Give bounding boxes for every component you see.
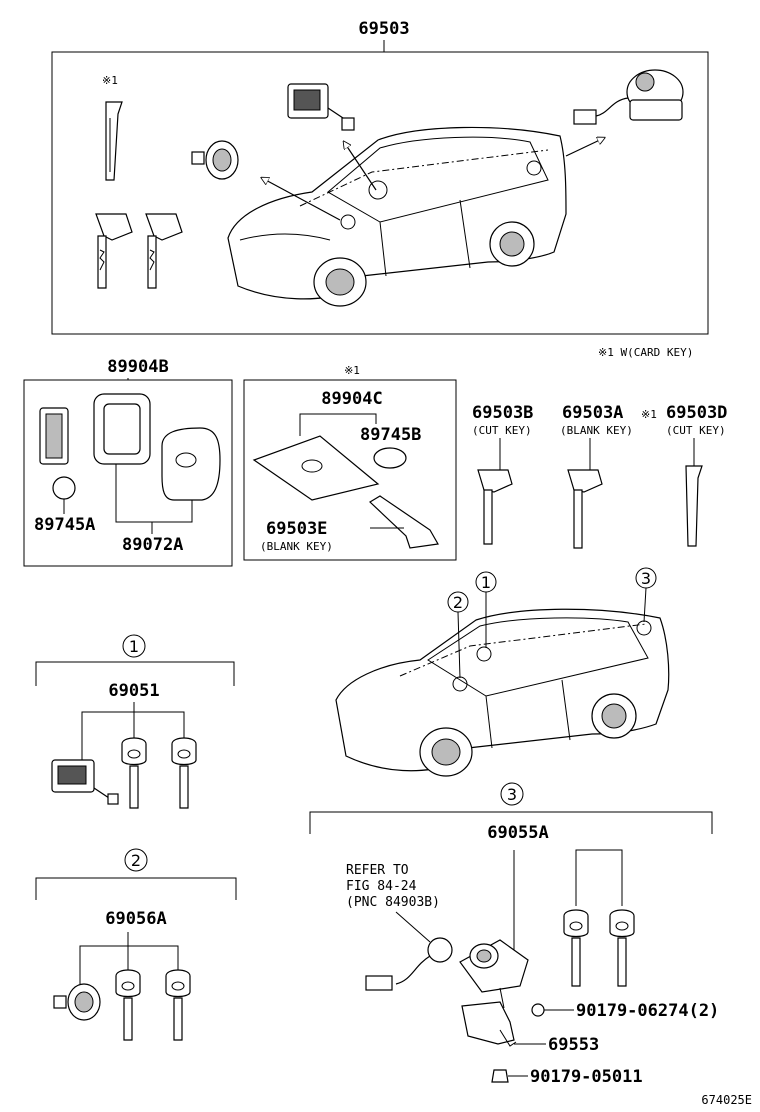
- loose-key-note: (CUT KEY): [666, 424, 726, 437]
- fob-battery-part: 89745A: [34, 515, 95, 535]
- arrow-icon: [262, 178, 341, 221]
- group-circle: [122, 634, 146, 658]
- group-part: 69051: [108, 681, 159, 701]
- marker-number: 3: [641, 569, 651, 588]
- key-icon: [609, 909, 635, 987]
- group-number: 2: [131, 851, 141, 870]
- loose-key-note: (CUT KEY): [472, 424, 532, 437]
- nut-icon: [531, 1003, 545, 1017]
- fob-shell-part: 89072A: [122, 535, 183, 555]
- key-icon: [121, 737, 147, 809]
- fob-frame-icon: [93, 393, 151, 465]
- bolt-part: 90179-05011: [530, 1067, 643, 1087]
- marker-number: 2: [453, 593, 463, 612]
- arrow-icon: [565, 138, 604, 157]
- card-key-note: ※1 W(CARD KEY): [598, 346, 693, 359]
- fob-case-icon: [39, 407, 69, 465]
- refer-text: FIG 84-24: [346, 879, 417, 894]
- battery-icon: [373, 447, 407, 469]
- marker-number: 1: [481, 573, 491, 592]
- fob-part-number: 89904B: [107, 357, 168, 377]
- loose-key-callout: ※1: [641, 408, 657, 421]
- battery-icon: [52, 476, 76, 500]
- key-icon: [165, 969, 191, 1041]
- blank-key-note: (BLANK KEY): [260, 540, 333, 553]
- group-part: 69056A: [105, 909, 166, 929]
- fob-shell-icon: [161, 427, 221, 501]
- loose-key-part: 69503B: [472, 403, 533, 423]
- car-illustration: [335, 608, 670, 777]
- key-icon: [563, 909, 589, 987]
- card-key-blade-icon: [685, 465, 703, 547]
- loose-key-part: 69503D: [666, 403, 727, 423]
- callout-mark: ※1: [102, 74, 118, 87]
- blank-key-icon: [369, 495, 439, 549]
- arrow-icon: [344, 142, 377, 191]
- card-callout: ※1: [344, 364, 360, 377]
- card-battery-part: 89745B: [360, 425, 421, 445]
- lock-cylinder-icon: [191, 140, 239, 180]
- group-part: 69055A: [487, 823, 548, 843]
- bracket-part: 69553: [548, 1035, 599, 1055]
- ignition-switch-icon: [51, 759, 119, 805]
- refer-text: REFER TO: [346, 863, 409, 878]
- trunk-lock-icon: [573, 69, 684, 125]
- assembly-box: [51, 51, 709, 335]
- key-icon: [115, 969, 141, 1041]
- loose-key-note: (BLANK KEY): [560, 424, 633, 437]
- key-head-icon: [145, 213, 183, 289]
- key-icon: [171, 737, 197, 809]
- blank-key-icon: [567, 469, 603, 549]
- card-part-number: 89904C: [321, 389, 382, 409]
- card-key-icon: [252, 435, 380, 501]
- refer-text: (PNC 84903B): [346, 895, 440, 910]
- group-number: 1: [129, 637, 139, 656]
- card-key-blade-icon: [105, 101, 123, 181]
- illustration-id: 674025E: [701, 1093, 752, 1107]
- ignition-switch-icon: [287, 83, 355, 131]
- bolt-icon: [491, 1069, 509, 1083]
- key-head-icon: [95, 213, 133, 289]
- card-box: [243, 379, 457, 561]
- group-number: 3: [507, 785, 517, 804]
- group-circle: [500, 782, 524, 806]
- trunk-lock-icon: [459, 939, 529, 1009]
- bracket-icon: [461, 1001, 517, 1047]
- blank-key-part: 69503E: [266, 519, 327, 539]
- assembly-part-number: 69503: [358, 19, 409, 39]
- fob-box: [23, 379, 233, 567]
- loose-key-part: 69503A: [562, 403, 623, 423]
- lock-cylinder-icon: [53, 983, 101, 1021]
- cut-key-icon: [477, 469, 513, 545]
- car-illustration: [227, 126, 567, 307]
- group-circle: [124, 848, 148, 872]
- bolt-part: 90179-06274(2): [576, 1001, 719, 1021]
- wiring-harness-icon: [365, 937, 453, 991]
